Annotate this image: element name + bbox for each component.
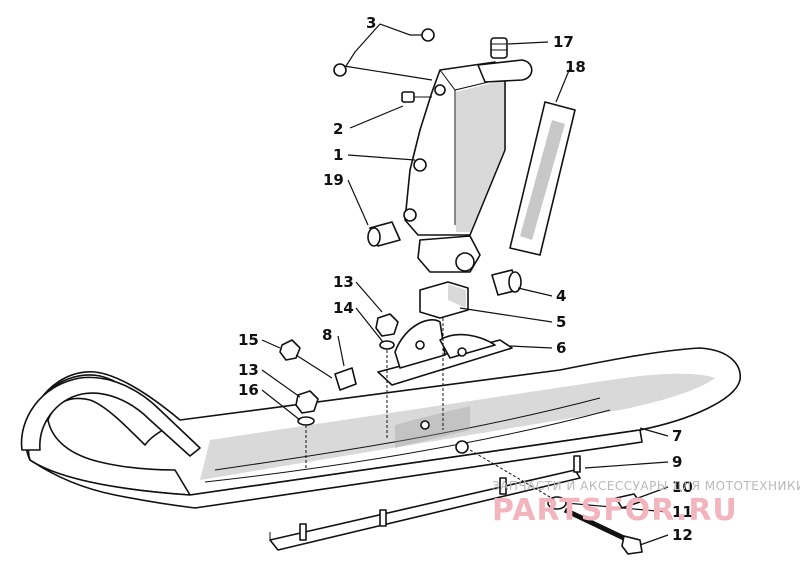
nut-13a <box>375 313 399 337</box>
callout-11: 11 <box>672 503 693 521</box>
wear-bar <box>269 455 581 551</box>
callout-13a: 13 <box>333 273 354 291</box>
bolt-2 <box>401 91 432 103</box>
bushing-19 <box>367 221 401 247</box>
leader-lines <box>261 23 669 546</box>
saddle-bracket <box>377 319 513 386</box>
ski-body <box>20 347 741 509</box>
callout-8: 8 <box>322 326 332 344</box>
callout-2: 2 <box>333 120 343 138</box>
assembly-center-lines <box>305 318 556 501</box>
callout-3: 3 <box>366 14 376 32</box>
nut-10 <box>615 493 641 509</box>
callout-14: 14 <box>333 299 354 317</box>
pad <box>419 281 469 319</box>
callout-13b: 13 <box>238 361 259 379</box>
spindle-lower-block <box>417 235 481 273</box>
callout-19: 19 <box>323 171 344 189</box>
washer-16 <box>297 416 315 426</box>
nut-15 <box>279 339 301 361</box>
spindle <box>403 61 506 236</box>
callout-1: 1 <box>333 146 343 164</box>
steering-arm <box>477 37 533 83</box>
watermark-logo-text: PARTSFOR.RU <box>492 493 738 528</box>
spacer-8 <box>334 367 357 391</box>
nut-3b <box>333 63 347 77</box>
callout-7: 7 <box>672 427 682 445</box>
callout-12: 12 <box>672 526 693 544</box>
callout-9: 9 <box>672 453 682 471</box>
nut-3a <box>421 28 435 42</box>
callout-4: 4 <box>556 287 566 305</box>
washer-14 <box>379 340 395 350</box>
callout-6: 6 <box>556 339 566 357</box>
callout-10: 10 <box>672 478 693 496</box>
bolt-12 <box>563 507 643 555</box>
callout-5: 5 <box>556 313 566 331</box>
bushing-4 <box>491 269 522 296</box>
callout-15: 15 <box>238 331 259 349</box>
watermark-tagline: ЗАПЧАСТИ И АКСЕССУАРЫ ДЛЯ МОТОТЕХНИКИ <box>492 479 800 493</box>
decal <box>509 101 576 256</box>
callout-16: 16 <box>238 381 259 399</box>
nut-13b <box>295 390 319 414</box>
callout-17: 17 <box>553 33 574 51</box>
callout-18: 18 <box>565 58 586 76</box>
